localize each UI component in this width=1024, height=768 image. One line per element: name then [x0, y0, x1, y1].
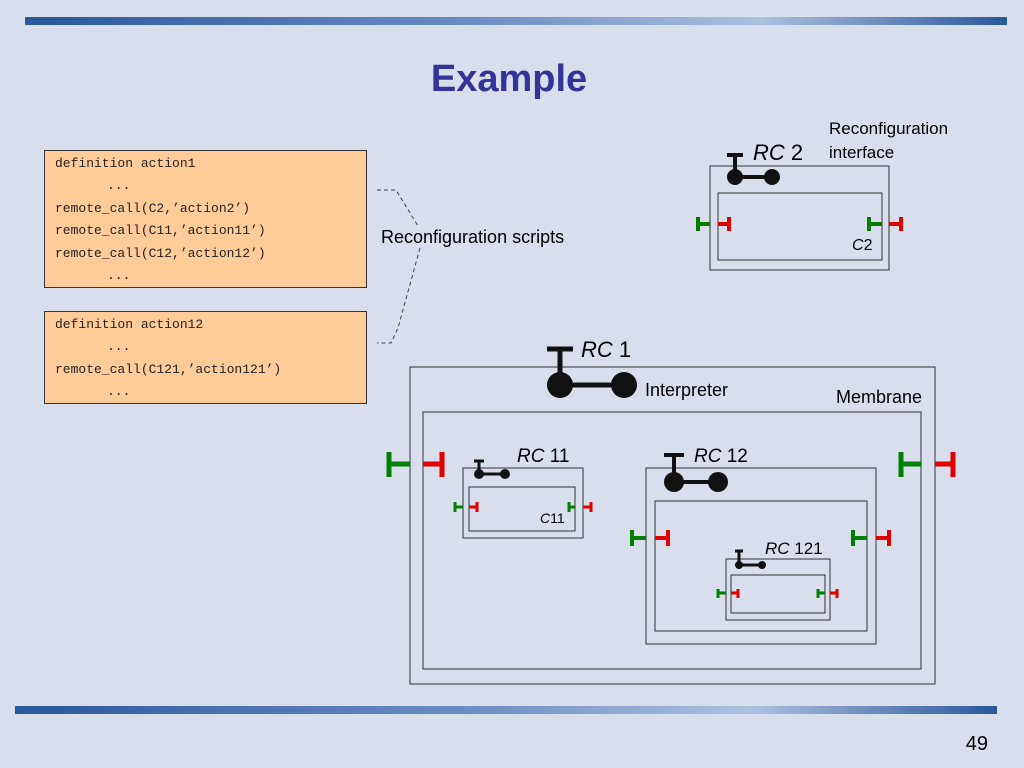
script-line: ...	[107, 178, 131, 194]
c12-required-interface-right-icon	[876, 530, 891, 546]
bottom-divider-bar	[15, 706, 997, 714]
script-line: remote_call(C121,’action121’)	[55, 361, 282, 377]
c12-provided-interface-right-icon	[851, 530, 867, 546]
c121-content	[730, 574, 826, 614]
c121-membrane	[725, 558, 831, 621]
component-c1: RC 1 Interpreter Membrane	[386, 337, 956, 685]
c11-provided-interface-left-icon	[453, 502, 463, 512]
membrane-label: Membrane	[836, 387, 922, 407]
script-line: ...	[107, 267, 131, 283]
rc1-interpreter-icon	[547, 346, 637, 398]
rc2-controller-icon	[727, 153, 780, 185]
script-box-action12: definition action12... remote_call(C121,’…	[44, 311, 367, 404]
c11-required-interface-right-icon	[583, 502, 593, 512]
rc12-label: RC 12	[694, 446, 748, 467]
c12-required-interface-left-icon	[655, 530, 670, 546]
reconfiguration-scripts-label: Reconfiguration scripts	[381, 227, 564, 247]
c11-required-interface-left-icon	[469, 502, 479, 512]
c11-provided-interface-right-icon	[567, 502, 575, 512]
c1-content	[422, 411, 922, 670]
c12-content	[654, 500, 868, 632]
c1-required-interface-right-icon	[935, 452, 956, 477]
c1-provided-interface-left-icon	[386, 452, 410, 477]
component-c121: RC 121	[716, 539, 839, 621]
page-number: 49	[965, 733, 988, 755]
rc1-label: RC 1	[581, 337, 631, 362]
c2-content	[717, 192, 883, 261]
script-line: definition action12	[55, 317, 204, 332]
reconfiguration-interface-label-line2: interface	[829, 143, 894, 162]
interpreter-label: Interpreter	[645, 380, 728, 400]
top-divider-bar	[25, 17, 1007, 25]
slide-title: Example	[430, 58, 588, 100]
rc121-label: RC 121	[765, 539, 823, 558]
rc2-rc: RC	[753, 140, 785, 165]
script-line: definition action1	[55, 156, 196, 171]
script-line: ...	[107, 339, 131, 355]
c2-provided-interface-left-icon	[696, 217, 710, 231]
c11-membrane	[462, 467, 584, 539]
c121-provided-interface-left-icon	[716, 589, 726, 598]
c121-provided-interface-right-icon	[816, 589, 825, 598]
component-c12: RC 12	[630, 446, 891, 645]
script-line: remote_call(C2,’action2’)	[55, 200, 251, 216]
rc2-label: RC 2	[753, 140, 803, 165]
c2-required-interface-right-icon	[889, 217, 903, 231]
c12-membrane	[645, 467, 877, 645]
c2-provided-interface-right-icon	[867, 217, 882, 231]
component-c2: RC 2 C2	[696, 140, 903, 271]
c1-required-interface-left-icon	[423, 452, 445, 477]
c11-label: C11	[540, 510, 565, 526]
c2-label: C2	[852, 237, 873, 254]
c1-membrane	[409, 366, 936, 685]
rc12-controller-icon	[664, 453, 728, 492]
c2-membrane	[709, 165, 890, 271]
c12-provided-interface-left-icon	[630, 530, 646, 546]
c121-required-interface-right-icon	[830, 589, 839, 598]
c11-content	[468, 486, 576, 532]
rc11-controller-icon	[474, 459, 510, 479]
script-line: remote_call(C12,’action12’)	[55, 245, 266, 261]
script-line: remote_call(C11,’action11’)	[55, 223, 266, 239]
script-line: ...	[107, 384, 131, 400]
reconfiguration-interface-label-line1: Reconfiguration	[829, 119, 948, 138]
c2-required-interface-left-icon	[718, 217, 731, 231]
c1-provided-interface-right-icon	[898, 452, 921, 477]
rc11-label: RC 11	[517, 446, 569, 467]
c121-required-interface-left-icon	[731, 589, 740, 598]
rc2-num: 2	[785, 140, 803, 165]
rc121-controller-icon	[735, 549, 766, 569]
script-box-action1: definition action1... remote_call(C2,’act…	[44, 150, 367, 288]
scripts-brace	[377, 189, 421, 344]
component-c11: RC 11 C11	[453, 446, 593, 539]
